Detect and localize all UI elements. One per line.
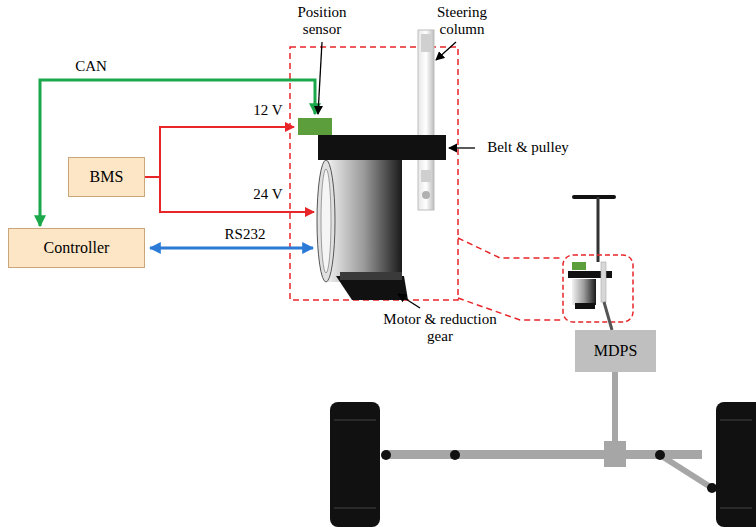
part-label: CAN <box>66 58 116 75</box>
controller-box: Controller <box>8 228 145 268</box>
leader-line <box>318 42 322 114</box>
part-label: Steering column <box>418 4 506 38</box>
mini-assembly <box>563 255 633 330</box>
wheel <box>716 402 756 527</box>
power-wire <box>145 127 294 177</box>
power-wire <box>160 177 314 212</box>
zoom-line <box>458 238 563 258</box>
leader-line <box>449 147 475 148</box>
steering-unit-box: MDPS <box>575 330 656 372</box>
node-label: Controller <box>44 239 110 257</box>
position-sensor <box>298 118 332 135</box>
node-label: BMS <box>90 168 124 186</box>
steering-rack <box>381 372 717 493</box>
part-label: Motor & reduction gear <box>380 311 500 345</box>
part-label: RS232 <box>205 226 285 243</box>
node-label: MDPS <box>594 342 638 360</box>
part-label: 24 V <box>243 186 293 203</box>
wheel <box>330 402 380 527</box>
rs232-wire <box>150 247 313 250</box>
steering-wheel <box>574 197 614 262</box>
part-label: 12 V <box>243 102 293 119</box>
can-wire <box>40 80 315 226</box>
part-label: Belt & pulley <box>478 139 578 156</box>
leader-line <box>398 294 420 308</box>
leader-line <box>436 42 456 60</box>
motor <box>317 160 408 300</box>
part-label: Position sensor <box>282 4 362 38</box>
belt-pulley <box>318 135 446 160</box>
steering-column <box>418 30 434 210</box>
power-box: BMS <box>68 157 145 197</box>
